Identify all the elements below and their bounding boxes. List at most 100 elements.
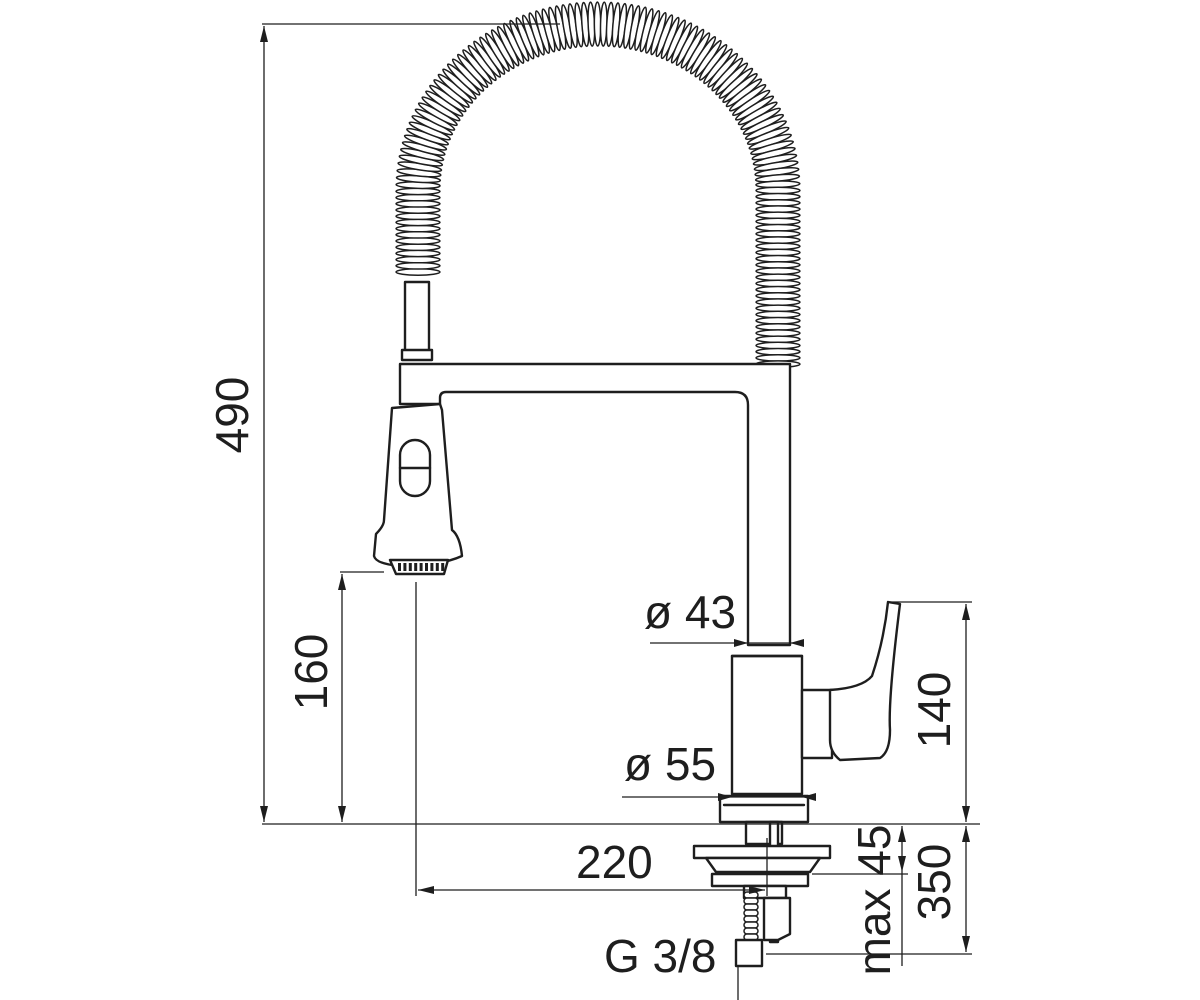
label-reach: 220 bbox=[576, 836, 653, 888]
arrow-350-top bbox=[962, 826, 970, 842]
hose-collar bbox=[400, 348, 434, 362]
label-deck-thickness: max 45 bbox=[848, 825, 900, 976]
spring-ring bbox=[755, 198, 801, 207]
spring-ring bbox=[395, 249, 441, 258]
spring-ring bbox=[755, 260, 801, 269]
spring-ring bbox=[755, 248, 801, 257]
supply-hose-ring bbox=[743, 897, 759, 905]
mixer-body bbox=[730, 654, 804, 796]
lever-cartridge bbox=[800, 688, 834, 760]
spring-ring bbox=[755, 335, 801, 344]
label-body-height: 140 bbox=[908, 672, 960, 749]
spring-ring bbox=[755, 310, 801, 319]
spring-ring bbox=[395, 261, 441, 270]
spring-ring bbox=[755, 291, 801, 300]
supply-hose-ring bbox=[743, 927, 759, 935]
arrow-d43-right bbox=[790, 639, 804, 647]
spring-ring bbox=[755, 217, 801, 226]
fixing-plate bbox=[704, 856, 822, 874]
spring-ring bbox=[755, 316, 801, 325]
nozzle-hole bbox=[419, 563, 423, 571]
spring-ring bbox=[755, 322, 801, 331]
label-spout-height: 160 bbox=[285, 634, 337, 711]
spring-ring bbox=[395, 230, 441, 239]
arrow-max45-bottom bbox=[898, 856, 906, 872]
label-total-height: 490 bbox=[206, 377, 258, 454]
label-base-diameter: ø 55 bbox=[624, 738, 716, 790]
base-ring bbox=[718, 794, 810, 824]
spring-ring bbox=[755, 279, 801, 288]
bridge-and-column bbox=[398, 362, 792, 647]
spring-ring bbox=[395, 268, 441, 276]
spring-ring bbox=[395, 193, 441, 202]
nozzle-hole bbox=[414, 563, 418, 571]
supply-hose-ring bbox=[743, 915, 759, 923]
arrow-d43-left bbox=[734, 639, 748, 647]
dimension-labels: 490 160 140 ø 43 ø 55 220 max 45 350 G 3… bbox=[206, 377, 960, 982]
spring-ring bbox=[755, 329, 801, 338]
supply-hose bbox=[743, 891, 759, 941]
nozzle-hole bbox=[398, 563, 401, 571]
spring-ring bbox=[755, 236, 801, 245]
arrow-d55-right bbox=[802, 793, 816, 801]
arrow-max45-top bbox=[898, 826, 906, 842]
spring-ring bbox=[395, 206, 441, 214]
arrow-490-bottom bbox=[260, 806, 268, 822]
spring-ring bbox=[755, 353, 801, 362]
spring-ring bbox=[755, 285, 801, 294]
arrow-d55-left bbox=[718, 793, 732, 801]
spring-ring bbox=[755, 192, 801, 201]
nozzle-hole bbox=[403, 563, 407, 571]
spring-ring bbox=[395, 224, 441, 233]
label-hose-length: 350 bbox=[908, 844, 960, 921]
arrow-160-bottom bbox=[338, 806, 346, 822]
nozzle-hole bbox=[441, 563, 445, 571]
spring-ring bbox=[395, 187, 441, 196]
arrow-490-top bbox=[260, 26, 268, 42]
label-tube-diameter: ø 43 bbox=[644, 586, 736, 638]
spring-coil bbox=[395, 1, 801, 369]
spring-ring bbox=[755, 186, 801, 195]
spring-ring bbox=[755, 273, 801, 282]
spring-ring bbox=[755, 341, 801, 350]
spring-ring bbox=[755, 298, 801, 307]
fixing-washer bbox=[692, 844, 832, 860]
spring-ring bbox=[395, 255, 441, 264]
arrow-350-bottom bbox=[962, 936, 970, 952]
supply-hose-ring bbox=[743, 909, 759, 917]
spring-ring bbox=[755, 229, 801, 238]
hose-stub bbox=[403, 280, 431, 354]
spring-ring bbox=[395, 243, 441, 252]
spring-ring bbox=[755, 347, 801, 356]
arrow-220-right bbox=[749, 886, 765, 894]
spring-ring bbox=[395, 199, 441, 208]
spring-ring bbox=[755, 205, 801, 214]
nozzle-hole bbox=[435, 563, 439, 571]
nozzle-hole bbox=[408, 563, 412, 571]
supply-hose-ring bbox=[743, 903, 759, 911]
spring-ring bbox=[395, 212, 441, 221]
lever-handle bbox=[828, 600, 902, 762]
spring-ring bbox=[755, 242, 801, 251]
spring-ring bbox=[755, 304, 801, 313]
faucet-outline bbox=[372, 1, 902, 968]
arrow-140-top bbox=[962, 604, 970, 620]
spring-ring bbox=[395, 218, 441, 227]
label-connection: G 3/8 bbox=[604, 930, 717, 982]
supply-hose-ring bbox=[743, 921, 759, 929]
spring-ring bbox=[755, 211, 801, 220]
supply-bracket bbox=[762, 896, 792, 942]
spring-ring bbox=[395, 237, 441, 245]
nozzle-holes bbox=[398, 563, 445, 571]
fixing-nut bbox=[710, 872, 810, 888]
spring-ring bbox=[755, 223, 801, 232]
spring-ring bbox=[755, 254, 801, 263]
nozzle-hole bbox=[430, 563, 434, 571]
arrow-220-left bbox=[418, 886, 434, 894]
arrow-140-bottom bbox=[962, 806, 970, 822]
arrow-160-top bbox=[338, 574, 346, 590]
dimension-lines bbox=[260, 23, 980, 1000]
hose-fitting bbox=[734, 938, 764, 968]
nozzle-hole bbox=[425, 563, 428, 571]
